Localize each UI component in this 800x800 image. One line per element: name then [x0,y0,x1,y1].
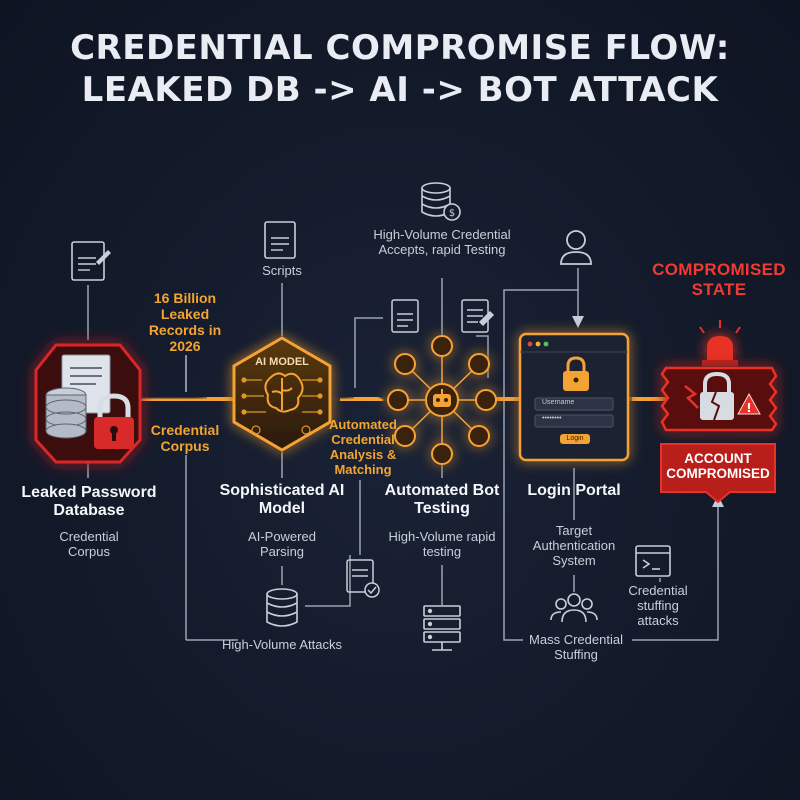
scripts-label: Scripts [262,263,302,278]
account-compromised-badge-text: ACCOUNT COMPROMISED [666,451,770,481]
compromised-state-header: COMPROMISED STATE [652,260,786,299]
server-icon [423,605,461,651]
robot-icon [433,389,451,407]
script-doc-icon-b [461,299,495,333]
database-icon-small [266,588,298,627]
login-portal-subtitle: Target Authentication System [532,523,616,568]
password-field[interactable]: •••••••• [542,415,562,422]
high-volume-attacks-label: High-Volume Attacks [222,637,342,652]
flow-arrows [140,378,672,418]
portal-lock-icon [563,356,589,391]
records-count-label: 16 Billion Leaked Records in 2026 [148,290,222,355]
login-button-shape [560,434,590,444]
money-database-icon: $ [421,182,461,221]
circuit-traces [241,377,323,435]
password-field-box [534,414,614,428]
leaked-db-title: Leaked Password Database [21,484,157,520]
bot-network [387,335,497,465]
lock-icon [94,393,134,449]
ai-model-chip-label: AI MODEL [255,356,309,368]
username-field[interactable]: Username [542,399,575,406]
user-icon [560,230,592,265]
terminal-icon [635,545,671,577]
stuffing-attacks-label: Credential stuffing attacks [628,583,688,628]
page-title-line-2: LEAKED DB -> AI -> BOT ATTACK [81,70,719,110]
svg-text:!: ! [746,401,751,415]
window-titlebar-dots [520,341,628,353]
page-title-line-1: CREDENTIAL COMPROMISE FLOW: [70,28,730,68]
login-portal-title: Login Portal [527,482,621,499]
users-group-icon [550,593,598,623]
scripts-doc-icon [264,221,296,259]
ai-model-subtitle: AI-Powered Parsing [248,529,316,559]
leaked-db-icon-group [34,241,142,464]
broken-lock-icon [700,371,734,421]
credential-corpus-arrow-label: Credential Corpus [150,422,220,455]
svg-text:$: $ [449,208,455,219]
connector-lines [87,268,724,641]
login-button[interactable]: Login [566,435,584,442]
ai-model-title: Sophisticated AI Model [219,482,345,518]
analysis-arrow-label: Automated Credential Analysis & Matching [329,417,397,477]
lightning-icon [684,385,699,409]
bot-testing-subtitle: High-Volume rapid testing [388,529,496,559]
database-icon [45,387,87,439]
account-compromised-badge [660,443,776,504]
warning-icon: ! [737,392,761,415]
login-portal-window [518,332,630,462]
document-icon [71,241,111,281]
script-doc-icon-a [391,299,419,333]
siren-icon [699,320,741,366]
brain-icon [264,372,304,413]
bot-top-label: High-Volume Credential Accepts, rapid Te… [373,227,511,257]
verified-doc-icon [346,559,380,598]
bot-testing-title: Automated Bot Testing [384,482,500,518]
leaked-db-subtitle: Credential Corpus [59,529,119,559]
mass-stuffing-label: Mass Credential Stuffing [529,632,623,662]
username-field-box [534,397,614,411]
